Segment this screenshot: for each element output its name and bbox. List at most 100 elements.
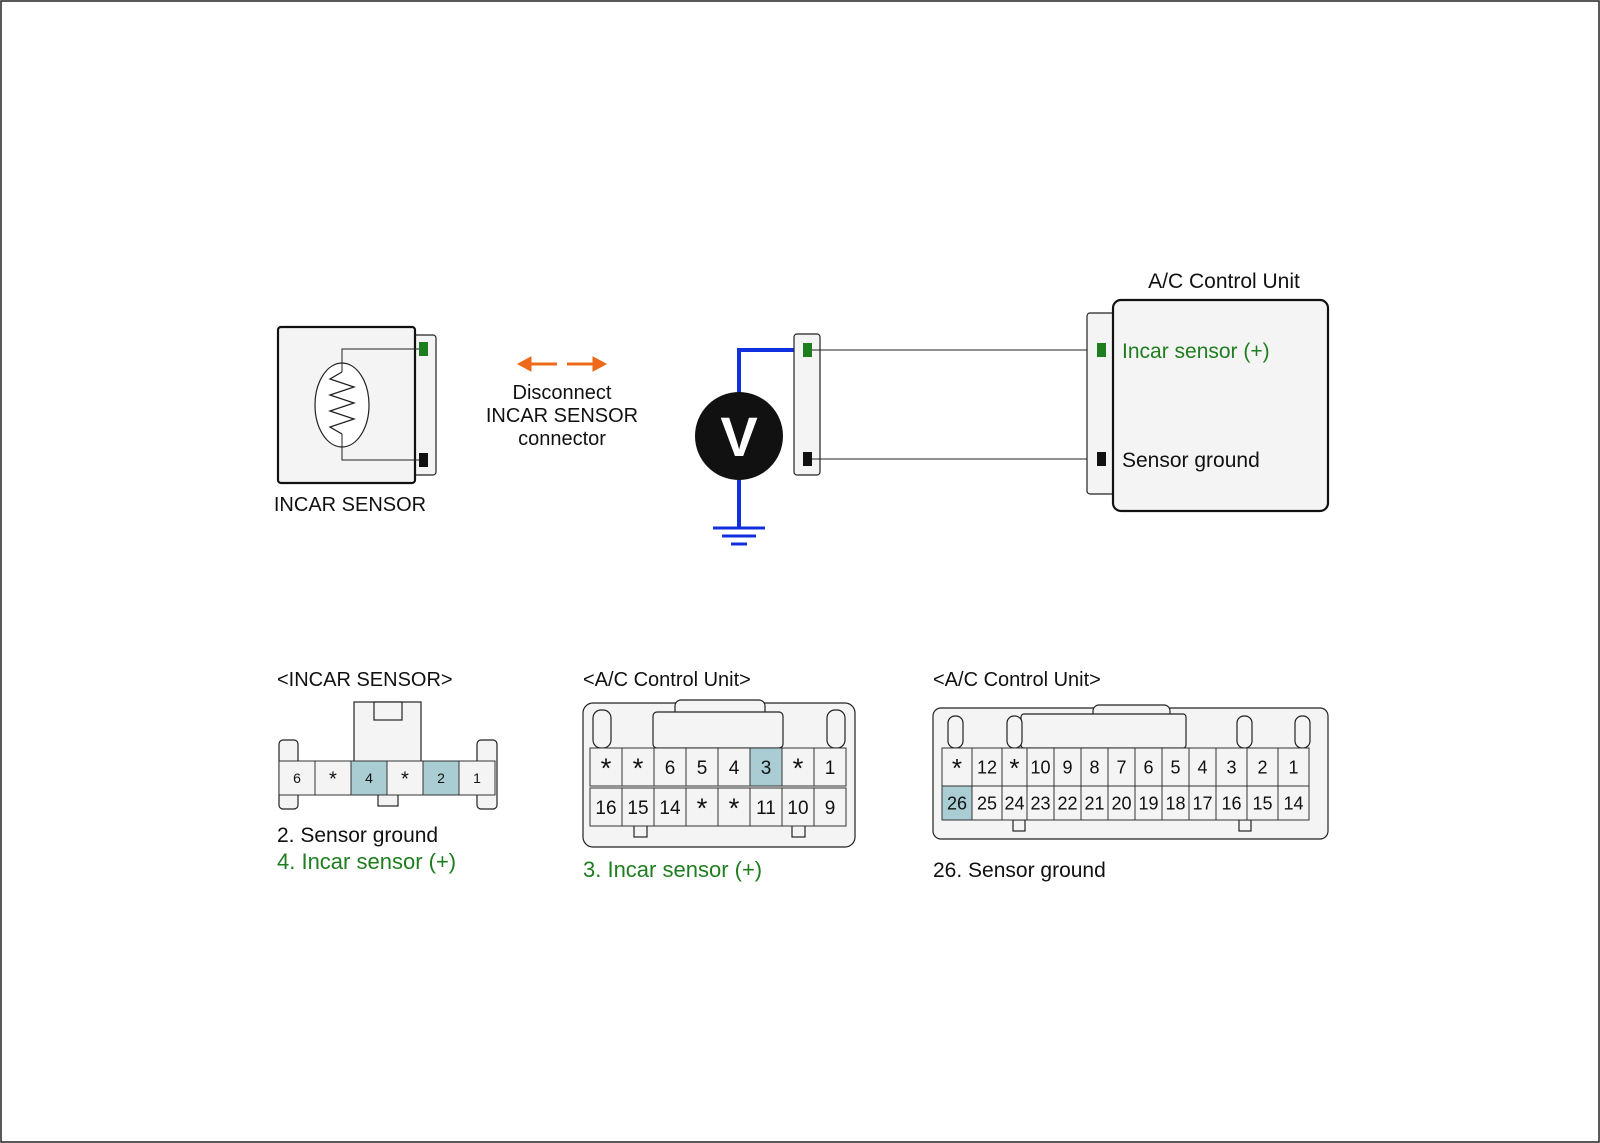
acu-a-r1-pin-unused [621,747,655,787]
acu-b-r1-pin-1 [1277,747,1310,787]
acu-b-r1-pin-8 [1080,747,1109,787]
acu-b-latch-frame [1020,713,1187,749]
acu-b-note-1: 26. Sensor ground [933,859,1106,882]
incar-pin-label: 4 [365,770,373,786]
control-unit-body [1111,298,1330,513]
acu-b-r2-pin-14 [1277,785,1310,821]
acu-b-r2-pin-21 [1080,785,1109,821]
acu-b-r1-pin-label: 8 [1089,757,1099,777]
acu-b-r1-pin-label: 1 [1288,757,1298,777]
acu-b-key-right [1238,819,1252,832]
acu-a-r2-pin-16 [589,787,623,827]
acu-a-r2-pin-label: 15 [627,798,648,819]
acu-b-r1-pin-label: 4 [1197,757,1207,777]
acu-a-r2-pin-15 [621,787,655,827]
acu-a-connector-title: <A/C Control Unit> [583,669,751,691]
acu-b-r2-pin-15 [1246,785,1279,821]
harness-connector [793,333,1100,476]
acu-a-r2-pin-label: 9 [825,798,836,819]
acu-a-r1-pin-6 [653,747,687,787]
acu-b-r1-pin-7 [1107,747,1136,787]
acu-b-r1-pin-unused [941,747,973,787]
acu-a-r1-pin-3 [749,747,783,787]
incar-connector-title: <INCAR SENSOR> [277,669,453,691]
acu-b-r2-pin-25 [971,785,1003,821]
acu-a-r2-pin-label: 10 [787,798,808,819]
acu-a-r1-pin-unused [589,747,623,787]
acu-b-r2-pin-label: 23 [1030,793,1050,813]
acu-b-r1-pin-label: 10 [1030,757,1050,777]
voltmeter-probe: V [695,348,808,546]
incar-pin-1 [458,760,496,796]
pin-ground-label: Sensor ground [1122,449,1260,472]
acu-b-r1-pin-label: * [1009,753,1019,783]
acu-b-r1-pin-label: 7 [1116,757,1126,777]
control-unit-title: A/C Control Unit [1148,270,1300,293]
acu-a-r2-pin-label: 11 [756,798,776,819]
incar-pin-6 [278,760,316,796]
acu-b-r2-pin-label: 17 [1192,793,1212,813]
ground-icon [713,526,765,546]
incar-sensor-pin-ground [419,453,428,467]
acu-a-r1-pin-label: * [601,752,612,783]
acu-b-r2-pin-label: 24 [1004,793,1024,813]
acu-b-key-left [1012,819,1026,832]
acu-b-post-3 [1236,715,1253,749]
control-unit-pin-plus [1097,343,1106,357]
acu-b-r1-pin-12 [971,747,1003,787]
acu-b-post-2 [1006,715,1023,749]
incar-pin-unused [314,760,352,796]
voltmeter-icon [695,392,783,480]
acu-a-r1-pin-label: 6 [665,758,676,779]
harness-connector-strip [793,333,821,476]
acu-b-r1-pin-label: 2 [1257,757,1267,777]
sensor-internal-wire-plus [341,348,420,372]
acu-a-r1-pin-4 [717,747,751,787]
acu-a-r2-pin-label: * [729,792,740,823]
harness-pin-plus [803,343,812,357]
acu-b-r2-pin-label: 26 [947,793,967,813]
disconnect-text-line-1: Disconnect [513,382,612,404]
acu-b-r1-pin-label: * [952,753,962,783]
incar-pin-label: * [401,769,409,791]
acu-b-r1-pin-6 [1134,747,1163,787]
acu-a-note-1: 3. Incar sensor (+) [583,857,762,882]
acu-a-latch-frame [652,711,784,749]
acu-a-left-post [592,709,612,749]
disconnect-indicator: Disconnect INCAR SENSOR connector [486,356,638,450]
acu-a-r1-pin-label: 4 [729,758,740,779]
acu-a-key-right [791,824,806,838]
acu-b-r1-pin-2 [1246,747,1279,787]
disconnect-arrows-icon [516,356,608,372]
acu-a-r2-pin-9 [813,787,847,827]
incar-pin-label: 2 [437,770,445,786]
pin-plus-label: Incar sensor (+) [1122,340,1270,363]
acu-b-r1-pin-label: 3 [1226,757,1236,777]
acu-b-r2-pin-label: 14 [1283,793,1303,813]
incar-sensor-label: INCAR SENSOR [274,494,426,516]
voltmeter-symbol: V [720,405,757,468]
incar-connector-latch [373,701,403,721]
acu-a-r1-pin-label: * [633,752,644,783]
acu-a-r1-pin-label: * [793,752,804,783]
thermistor-resistor-symbol [327,371,357,435]
acu-a-r1-pin-1 [813,747,847,787]
incar-connector-key [377,793,399,807]
probe-wire-plus [737,348,808,394]
sensor-internal-wire-ground [341,434,420,461]
acu-a-r2-pin-label: * [697,792,708,823]
incar-pin-label: 1 [473,770,481,786]
acu-b-r2-pin-label: 22 [1057,793,1077,813]
acu-b-post-4 [1294,715,1311,749]
acu-b-r1-pin-4 [1188,747,1217,787]
incar-pin-label: 6 [293,770,301,786]
acu-a-r2-pin-10 [781,787,815,827]
acu-a-r2-pin-14 [653,787,687,827]
acu-a-r2-pin-11 [749,787,783,827]
incar-note-1: 2. Sensor ground [277,824,438,847]
